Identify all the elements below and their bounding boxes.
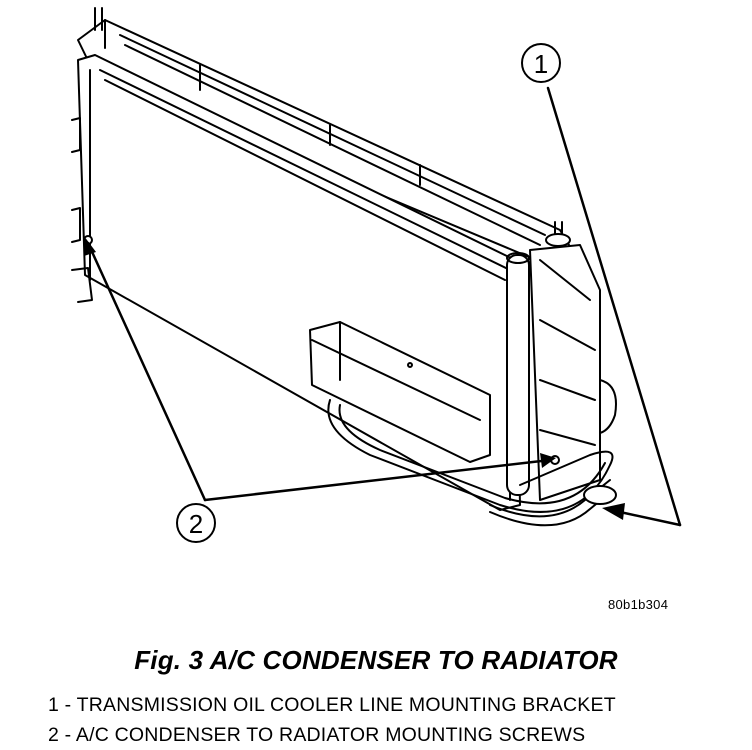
transmission-oil-cooler [309,321,491,463]
arrowheads [84,236,625,520]
callout-number-2: 2 [189,509,203,539]
condenser-radiator-illustration: 1 2 [71,7,682,543]
callout-circle-2 [176,503,216,543]
figure-title: Fig. 3 A/C CONDENSER TO RADIATOR [134,645,618,675]
image-reference-code: 80b1b304 [608,597,669,612]
legend-item: 1 - TRANSMISSION OIL COOLER LINE MOUNTIN… [48,694,616,716]
legend-list: 1 - TRANSMISSION OIL COOLER LINE MOUNTIN… [48,690,616,750]
leader-lines [86,86,682,527]
callout-number-1: 1 [534,49,548,79]
callout-circle-1 [521,43,561,83]
receiver-drier-tank [506,221,617,501]
cooler-lines [327,399,617,527]
legend-item: 2 - A/C CONDENSER TO RADIATOR MOUNTING S… [48,724,586,746]
